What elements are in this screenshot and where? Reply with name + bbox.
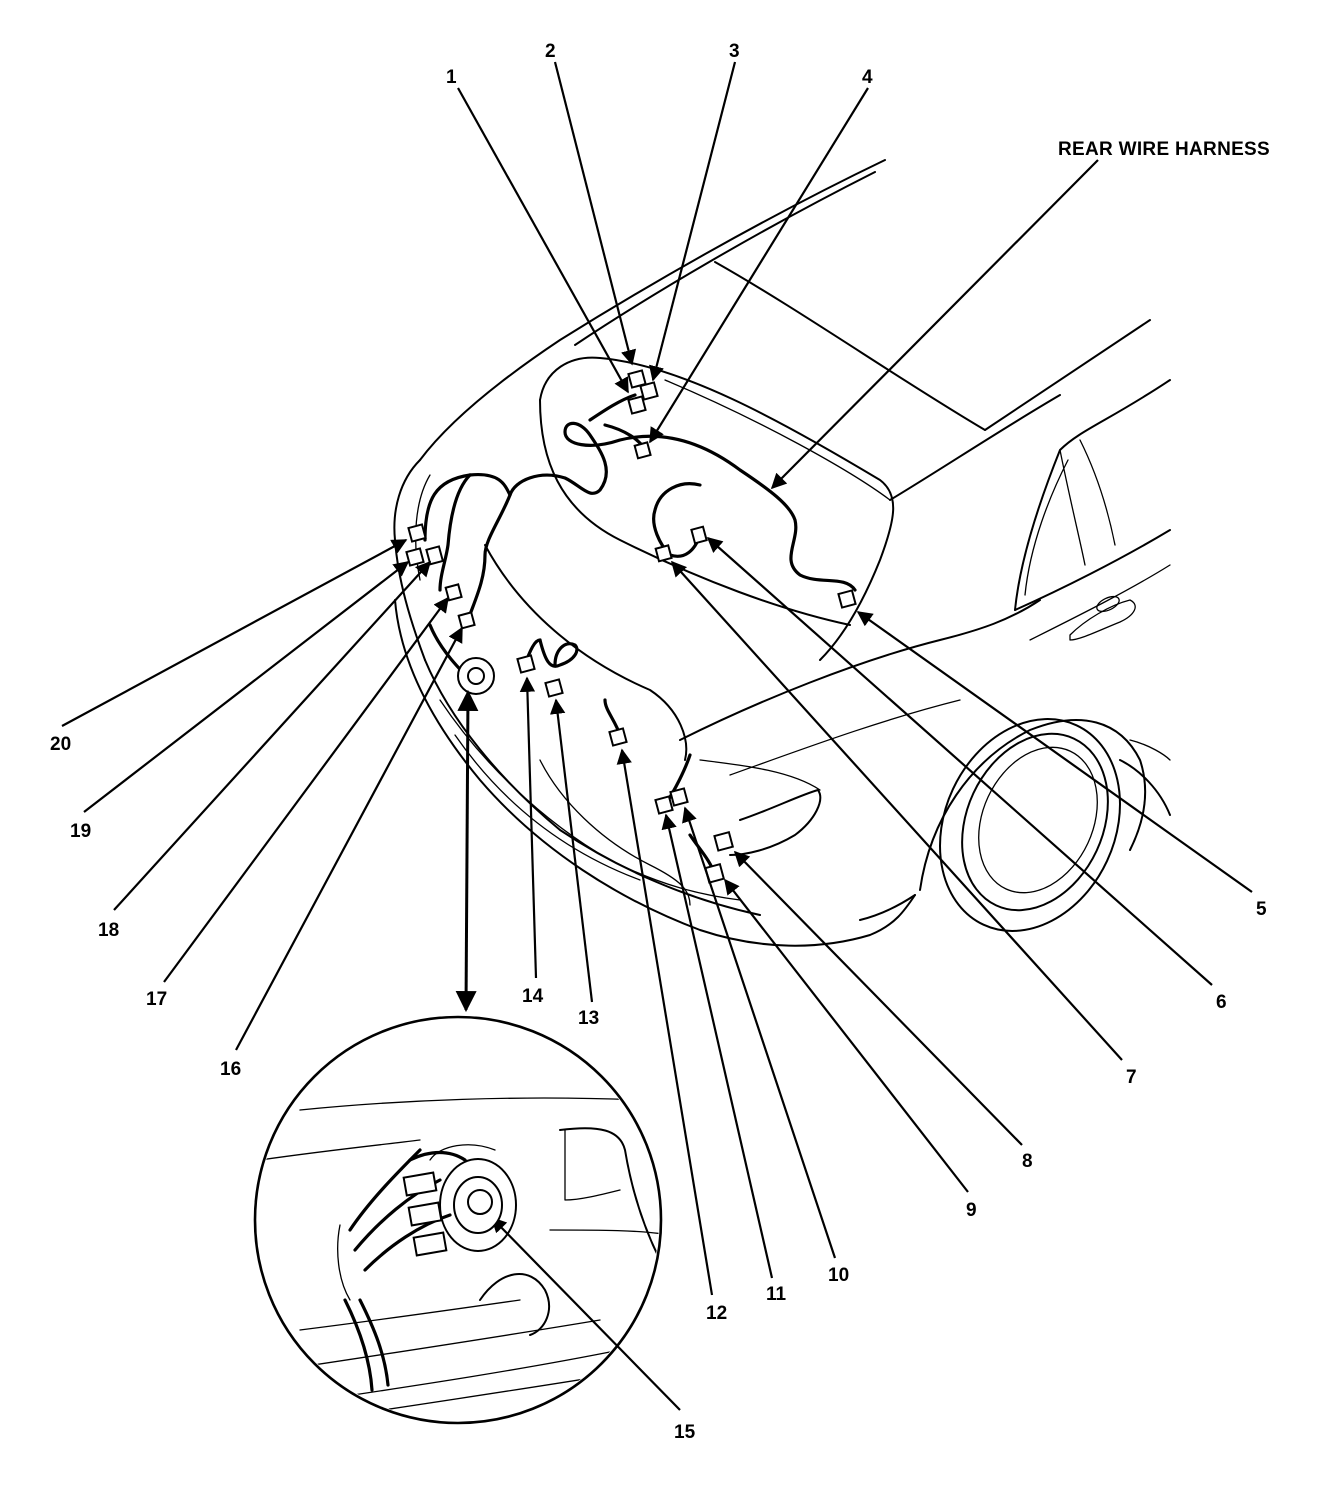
connectors <box>405 369 857 884</box>
callout-10: 10 <box>828 1265 849 1286</box>
callout-18: 18 <box>98 920 119 941</box>
callout-8: 8 <box>1022 1151 1033 1172</box>
callout-2: 2 <box>545 41 556 62</box>
connector-2 <box>627 369 647 389</box>
callout-3: 3 <box>729 41 740 62</box>
callout-4: 4 <box>862 67 873 88</box>
connector-11 <box>654 795 674 815</box>
callout-13: 13 <box>578 1008 599 1029</box>
harness-label: REAR WIRE HARNESS <box>1058 139 1270 160</box>
callout-20: 20 <box>50 734 71 755</box>
callout-12: 12 <box>706 1303 727 1324</box>
connector-17 <box>444 583 463 602</box>
connector-20 <box>407 523 427 543</box>
connector-12 <box>608 727 628 747</box>
labels: REAR WIRE HARNESS 1 2 3 4 5 6 7 8 9 10 1… <box>50 41 1270 1443</box>
connector-1 <box>627 395 647 415</box>
connector-5 <box>837 589 857 609</box>
callout-1: 1 <box>446 67 457 88</box>
connector-7 <box>654 544 673 563</box>
callout-16: 16 <box>220 1059 241 1080</box>
connector-10 <box>669 787 689 807</box>
callout-7: 7 <box>1126 1067 1137 1088</box>
detail-inset <box>253 1015 663 1425</box>
connector-8 <box>713 830 735 852</box>
callout-11: 11 <box>766 1284 787 1305</box>
callout-19: 19 <box>70 821 91 842</box>
leader-lines <box>61 61 1253 1411</box>
connector-16 <box>457 611 476 630</box>
connector-6 <box>690 525 708 545</box>
connector-3 <box>639 381 659 401</box>
connector-15-grommet <box>457 657 495 695</box>
connector-18 <box>425 545 445 566</box>
callout-17: 17 <box>146 989 167 1010</box>
rear-wire-harness <box>423 393 857 877</box>
connector-19 <box>405 547 425 567</box>
car-body <box>393 159 1171 947</box>
callout-9: 9 <box>966 1200 977 1221</box>
callout-6: 6 <box>1216 992 1227 1013</box>
callout-5: 5 <box>1256 899 1267 920</box>
connector-4 <box>633 441 652 460</box>
connector-14 <box>516 654 536 674</box>
connector-13 <box>544 678 564 698</box>
callout-15: 15 <box>674 1422 696 1443</box>
callout-14: 14 <box>522 986 544 1007</box>
